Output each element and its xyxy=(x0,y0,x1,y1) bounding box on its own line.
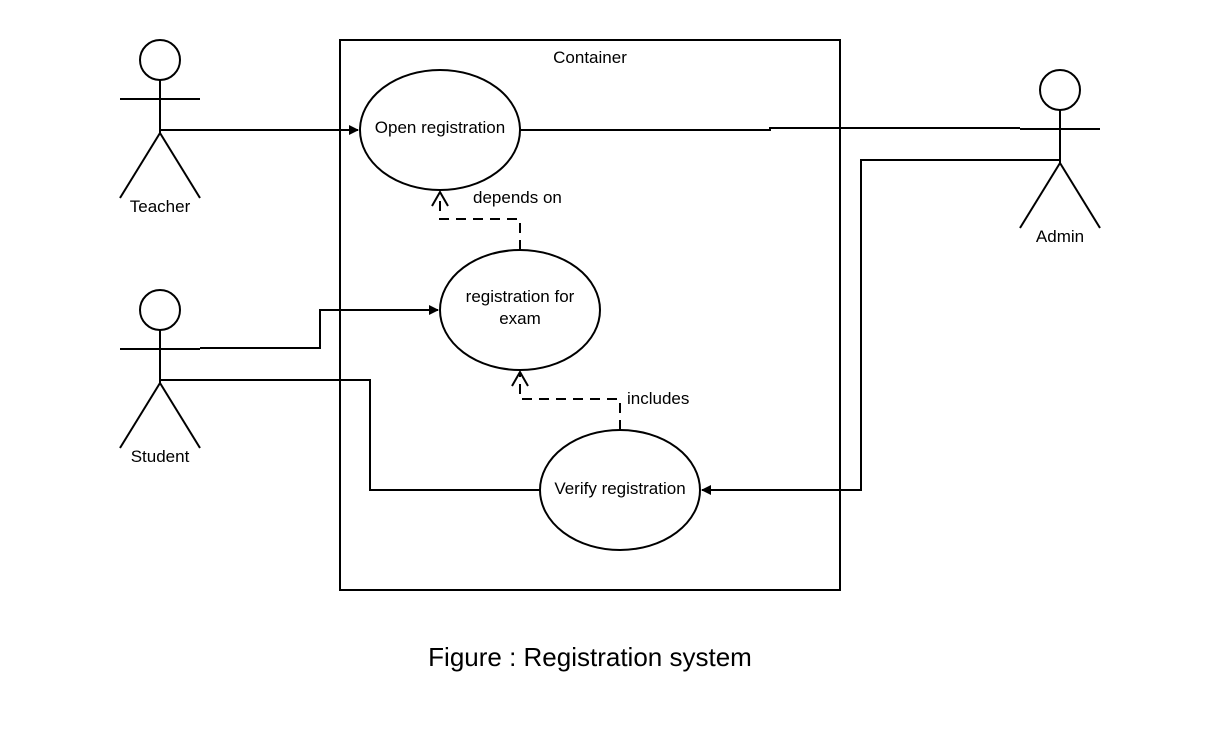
dependency-depends-on-arrowhead xyxy=(431,189,449,207)
actor-admin: Admin xyxy=(1019,69,1101,246)
use-case-registration-for-exam-label-line2: exam xyxy=(499,309,541,328)
actor-teacher-label: Teacher xyxy=(130,197,191,216)
use-case-open-registration-label: Open registration xyxy=(375,118,505,137)
actor-teacher-right-leg xyxy=(159,132,201,199)
dependency-depends-on-line xyxy=(439,193,521,250)
association-student-registration-for-exam xyxy=(200,305,439,349)
actor-admin-head xyxy=(1039,69,1081,111)
use-case-verify-registration-label: Verify registration xyxy=(554,479,685,498)
dependency-includes-arrowhead xyxy=(511,369,529,387)
actor-admin-label: Admin xyxy=(1036,227,1084,246)
use-case-registration-for-exam: registration for exam xyxy=(439,249,601,371)
actor-teacher-head xyxy=(139,39,181,81)
container-label: Container xyxy=(553,48,627,67)
dependency-depends-on-label: depends on xyxy=(473,188,562,207)
figure-caption: Figure : Registration system xyxy=(428,642,752,672)
dependency-includes-label: includes xyxy=(627,389,689,408)
use-case-open-registration: Open registration xyxy=(359,69,521,191)
use-case-registration-for-exam-label-line1: registration for xyxy=(466,287,575,306)
dependency-includes-line xyxy=(519,373,621,430)
actor-student-left-leg xyxy=(119,382,161,449)
actor-student-head xyxy=(139,289,181,331)
dependency-includes: includes xyxy=(511,369,689,430)
actor-teacher: Teacher xyxy=(119,39,201,216)
association-student-verify-registration xyxy=(160,379,540,491)
actor-student-label: Student xyxy=(131,447,190,466)
actor-teacher-left-leg xyxy=(119,132,161,199)
actor-student-right-leg xyxy=(159,382,201,449)
dependency-depends-on: depends on xyxy=(431,188,562,250)
association-admin-verify-registration xyxy=(701,159,1060,495)
actor-admin-left-leg xyxy=(1019,162,1061,229)
association-open-registration-admin xyxy=(520,127,1020,131)
use-case-verify-registration: Verify registration xyxy=(539,429,701,551)
actor-admin-right-leg xyxy=(1059,162,1101,229)
system-boundary xyxy=(339,39,841,591)
actor-student: Student xyxy=(119,289,201,466)
